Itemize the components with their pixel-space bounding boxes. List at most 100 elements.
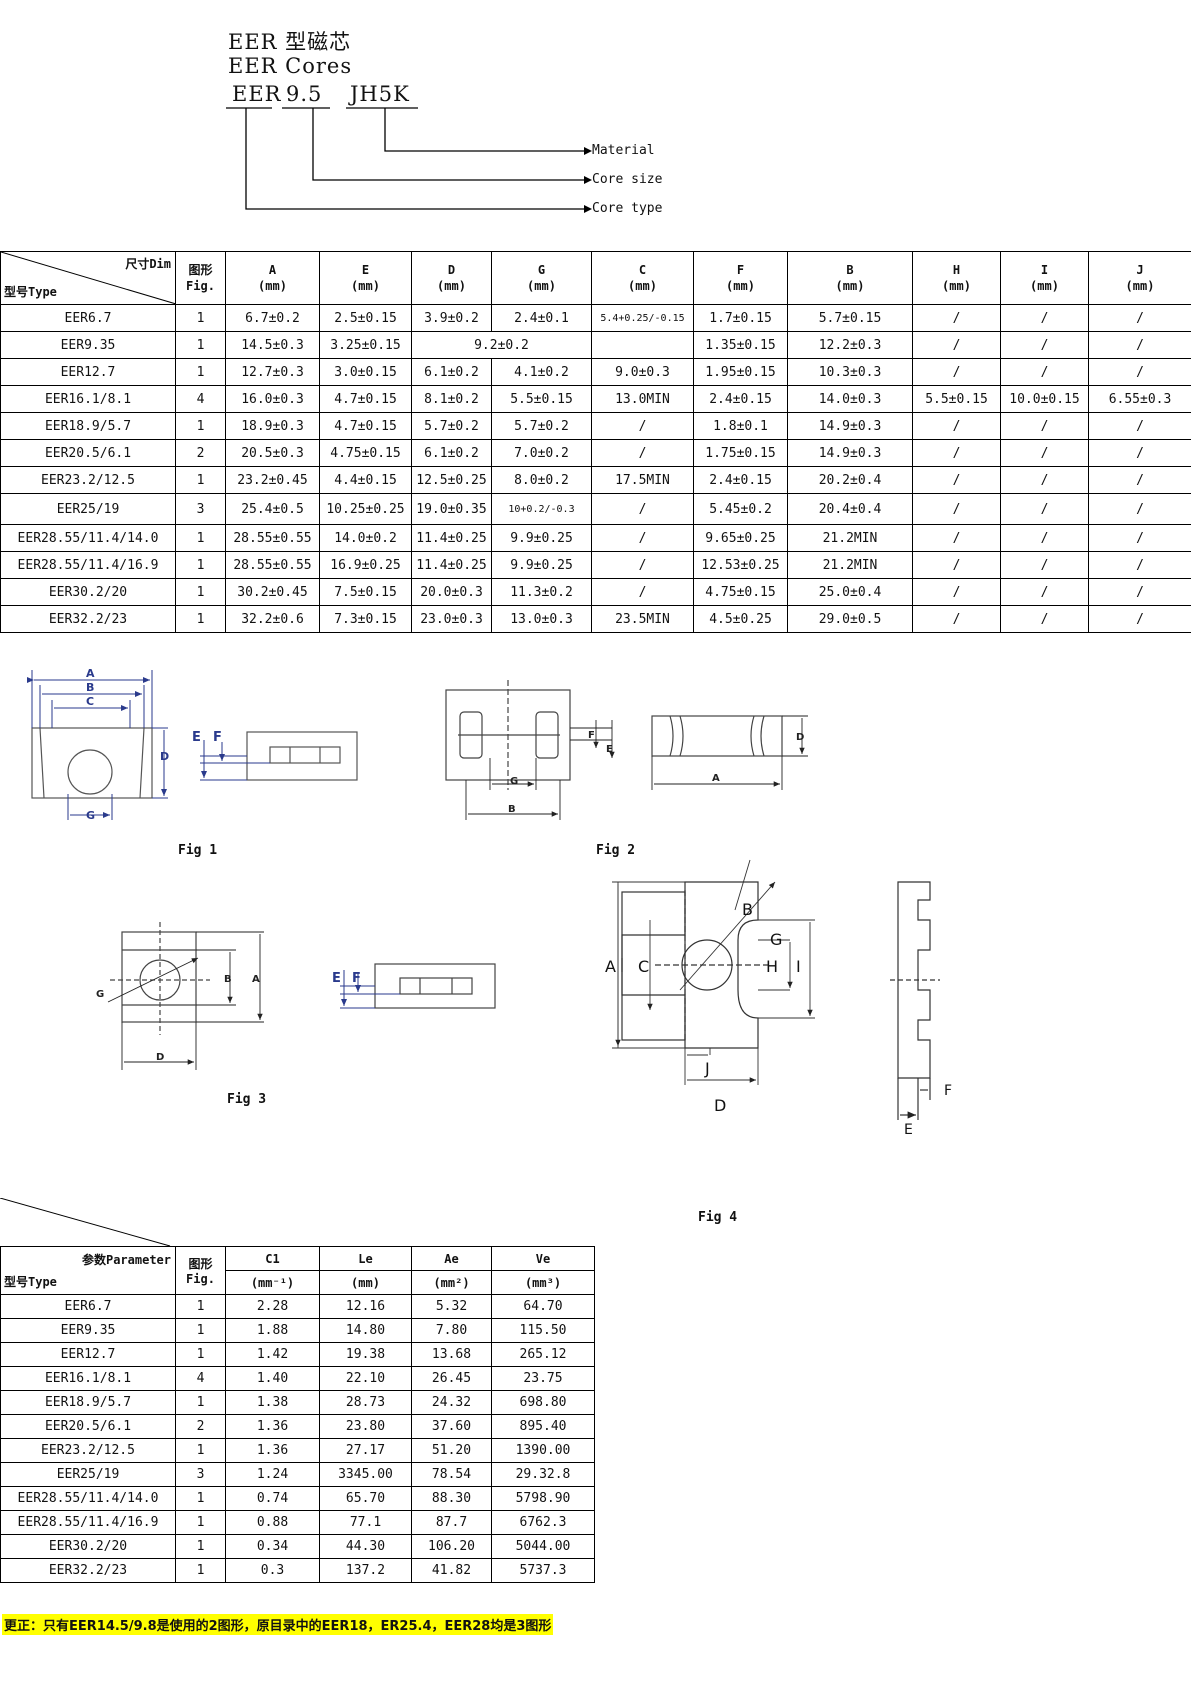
dim-value-cell: / (912, 358, 1001, 386)
dim-col-name: D (447, 263, 456, 277)
dim-col-unit: (mm) (351, 279, 380, 293)
param-col-unit: (mm³) (491, 1270, 595, 1295)
param-value-cell: 1.42 (225, 1342, 320, 1367)
param-table-diagonal (0, 1198, 171, 1247)
dim-value-cell: 28.55±0.55 (225, 524, 320, 552)
svg-text:B: B (86, 681, 94, 694)
dim-value-cell: 4 (175, 385, 226, 413)
dim-value-cell: / (912, 331, 1001, 359)
param-value-cell: 115.50 (491, 1318, 595, 1343)
param-value-cell: 3345.00 (319, 1462, 412, 1487)
dim-col-header: B(mm) (787, 251, 913, 305)
dim-value-cell: 1 (175, 524, 226, 552)
dim-value-cell: / (912, 466, 1001, 494)
dim-value-cell: / (912, 439, 1001, 467)
dim-value-cell: 12.53±0.25 (693, 551, 788, 579)
param-type-cell: EER9.35 (0, 1318, 176, 1343)
dim-value-cell: 11.3±0.2 (491, 578, 592, 606)
dim-value-cell: 9.9±0.25 (491, 524, 592, 552)
dim-value-cell: 23.5MIN (591, 605, 694, 633)
dim-value-cell: / (1000, 605, 1089, 633)
dim-value-cell (591, 331, 694, 359)
dim-value-cell: / (1088, 493, 1191, 525)
dim-value-cell: 30.2±0.45 (225, 578, 320, 606)
dim-value-cell: / (1088, 524, 1191, 552)
dim-value-cell: / (1000, 304, 1089, 332)
dim-value-cell: 23.2±0.45 (225, 466, 320, 494)
dim-value-cell: 3.0±0.15 (319, 358, 412, 386)
param-value-cell: 27.17 (319, 1438, 412, 1463)
dim-value-cell: 5.5±0.15 (491, 385, 592, 413)
dim-col-header: A(mm) (225, 251, 320, 305)
dim-value-cell: 17.5MIN (591, 466, 694, 494)
dim-type-cell: EER28.55/11.4/16.9 (0, 551, 176, 579)
dim-value-cell: 4.75±0.15 (693, 578, 788, 606)
dim-value-cell: 21.2MIN (787, 551, 913, 579)
fig-header-en: Fig. (186, 1272, 215, 1286)
dim-value-cell: / (912, 304, 1001, 332)
param-value-cell: 2 (175, 1414, 226, 1439)
dim-col-header: F(mm) (693, 251, 788, 305)
dim-value-cell: 1 (175, 412, 226, 440)
dim-value-cell: 18.9±0.3 (225, 412, 320, 440)
param-value-cell: 1 (175, 1342, 226, 1367)
dim-type-cell: EER6.7 (0, 304, 176, 332)
dim-value-cell: 7.5±0.15 (319, 578, 412, 606)
dim-col-name: F (736, 263, 745, 277)
param-col-unit: (mm²) (411, 1270, 492, 1295)
param-value-cell: 23.75 (491, 1366, 595, 1391)
fig1-caption: Fig 1 (178, 843, 218, 858)
param-value-cell: 77.1 (319, 1510, 412, 1535)
dim-value-cell: / (1000, 551, 1089, 579)
svg-text:D: D (160, 750, 169, 763)
correction-note: 更正：只有EER14.5/9.8是使用的2图形，原目录中的EER18，ER25.… (2, 1614, 554, 1635)
dim-value-cell: 3.25±0.15 (319, 331, 412, 359)
dim-value-cell: / (591, 412, 694, 440)
dim-value-cell: 9.2±0.2 (411, 331, 592, 359)
param-value-cell: 64.70 (491, 1294, 595, 1319)
dim-value-cell: / (1000, 439, 1089, 467)
dim-value-cell: / (1088, 551, 1191, 579)
dim-value-cell: / (912, 524, 1001, 552)
dim-type-cell: EER18.9/5.7 (0, 412, 176, 440)
dim-value-cell: / (1000, 493, 1089, 525)
part-number-diagram (226, 107, 592, 213)
dim-value-cell: 14.0±0.2 (319, 524, 412, 552)
param-value-cell: 26.45 (411, 1366, 492, 1391)
dim-value-cell: 11.4±0.25 (411, 524, 492, 552)
param-value-cell: 5798.90 (491, 1486, 595, 1511)
dim-col-name: C (638, 263, 647, 277)
label-material: Material (592, 143, 655, 158)
dim-value-cell: 5.7±0.2 (411, 412, 492, 440)
fig-header-cn: 图形 (188, 263, 213, 277)
dim-col-unit: (mm) (835, 279, 865, 293)
svg-text:J: J (704, 1059, 710, 1078)
dim-col-unit: (mm) (1030, 279, 1059, 293)
dim-value-cell: / (1088, 439, 1191, 467)
param-value-cell: 44.30 (319, 1534, 412, 1559)
dim-value-cell: 2 (175, 439, 226, 467)
param-value-cell: 1.40 (225, 1366, 320, 1391)
fig1-front-view (31, 727, 153, 799)
svg-text:F: F (588, 730, 595, 741)
param-value-cell: 895.40 (491, 1414, 595, 1439)
dim-value-cell: 1 (175, 331, 226, 359)
dim-col-name: H (952, 263, 961, 277)
dim-value-cell: 1 (175, 605, 226, 633)
dim-value-cell: 20.5±0.3 (225, 439, 320, 467)
param-value-cell: 24.32 (411, 1390, 492, 1415)
